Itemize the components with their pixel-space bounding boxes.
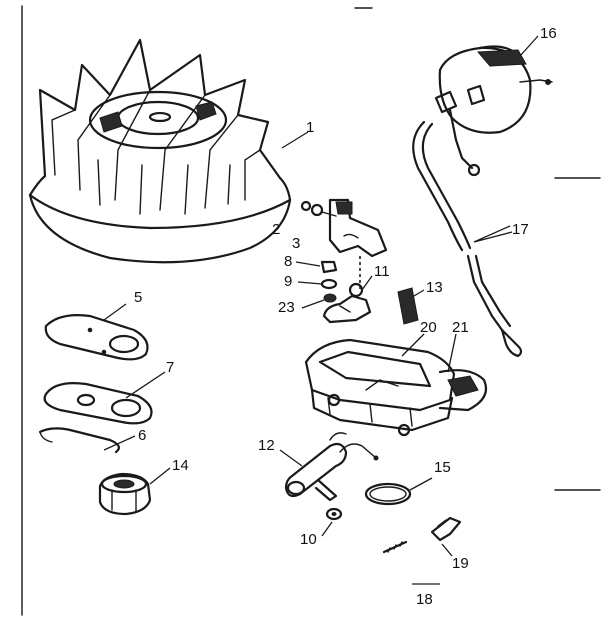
- callout-12: 12: [258, 437, 275, 454]
- nut-washer-stack: [320, 260, 338, 303]
- cam-felt: [397, 287, 419, 325]
- callout-7: 7: [166, 359, 174, 376]
- callout-labels: 1 2 3 5 6 7 8 9 10 11 12 13 14 15 16 17 …: [134, 25, 557, 608]
- callout-3: 3: [292, 235, 300, 252]
- callout-10: 10: [300, 531, 317, 548]
- callout-16: 16: [540, 25, 557, 42]
- ignition-coil: [434, 45, 553, 177]
- lead-wire: [412, 120, 523, 358]
- callout-8: 8: [284, 253, 292, 270]
- callout-13: 13: [426, 279, 443, 296]
- breaker-bracket: [328, 198, 388, 290]
- callout-2: 2: [272, 221, 280, 238]
- condenser-washer: [325, 507, 343, 521]
- breaker-points: [322, 282, 372, 324]
- callout-15: 15: [434, 459, 451, 476]
- cover-plate: [43, 382, 153, 425]
- gasket: [44, 314, 149, 361]
- leader-lines: [103, 35, 539, 585]
- callout-1: 1: [306, 119, 314, 136]
- callout-23: 23: [278, 299, 295, 316]
- o-ring: [364, 482, 412, 506]
- callout-14: 14: [172, 457, 189, 474]
- condenser: [284, 432, 379, 502]
- callout-21: 21: [452, 319, 469, 336]
- callout-6: 6: [138, 427, 146, 444]
- spring-clip: [38, 427, 120, 454]
- callout-17: 17: [512, 221, 529, 238]
- frame-marks: [21, 5, 601, 616]
- callout-5: 5: [134, 289, 142, 306]
- small-screw: [382, 540, 408, 554]
- flywheel: [28, 38, 292, 264]
- callout-11: 11: [374, 263, 390, 280]
- callout-18: 18: [416, 591, 433, 608]
- breaker-box: [304, 338, 488, 437]
- callout-19: 19: [452, 555, 469, 572]
- callout-9: 9: [284, 273, 292, 290]
- wire-clip: [430, 516, 462, 542]
- callout-20: 20: [420, 319, 437, 336]
- flywheel-nut: [98, 472, 152, 516]
